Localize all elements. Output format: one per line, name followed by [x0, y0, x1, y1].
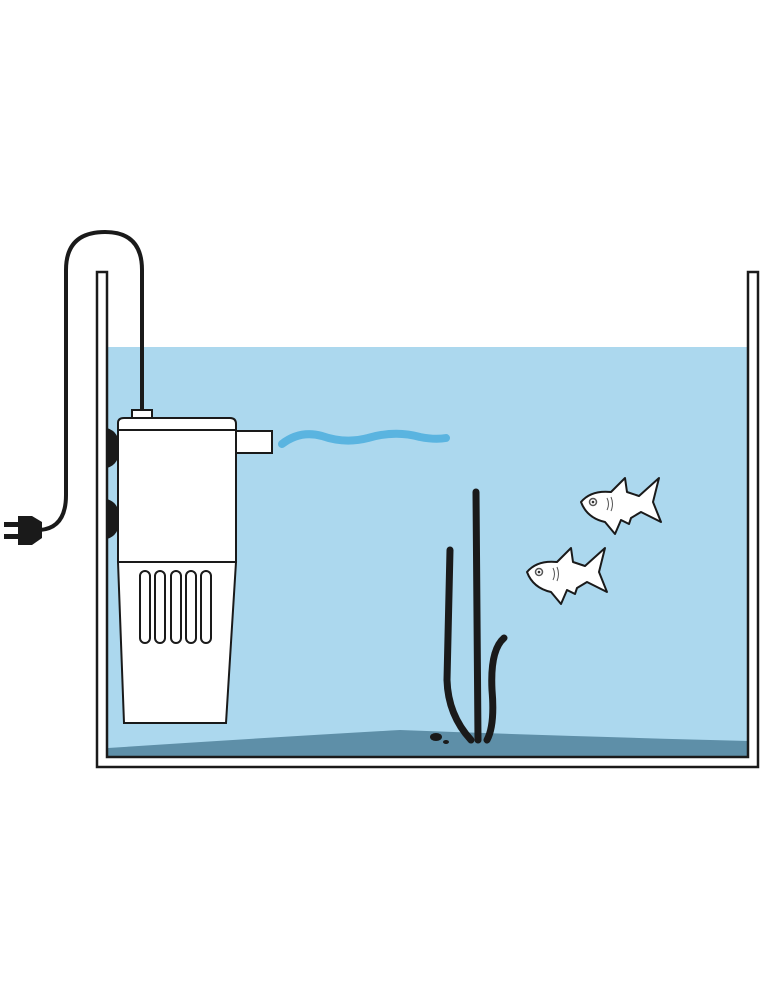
pebble: [443, 740, 449, 744]
plant: [443, 488, 508, 744]
pebble: [430, 733, 442, 741]
power-cord: [39, 229, 144, 532]
substrate: [108, 730, 749, 758]
suction-cup: [107, 499, 120, 539]
suction-cup: [107, 428, 120, 468]
internal-filter: [116, 409, 273, 724]
water-flow: [278, 429, 450, 448]
plug-icon: [4, 516, 42, 545]
